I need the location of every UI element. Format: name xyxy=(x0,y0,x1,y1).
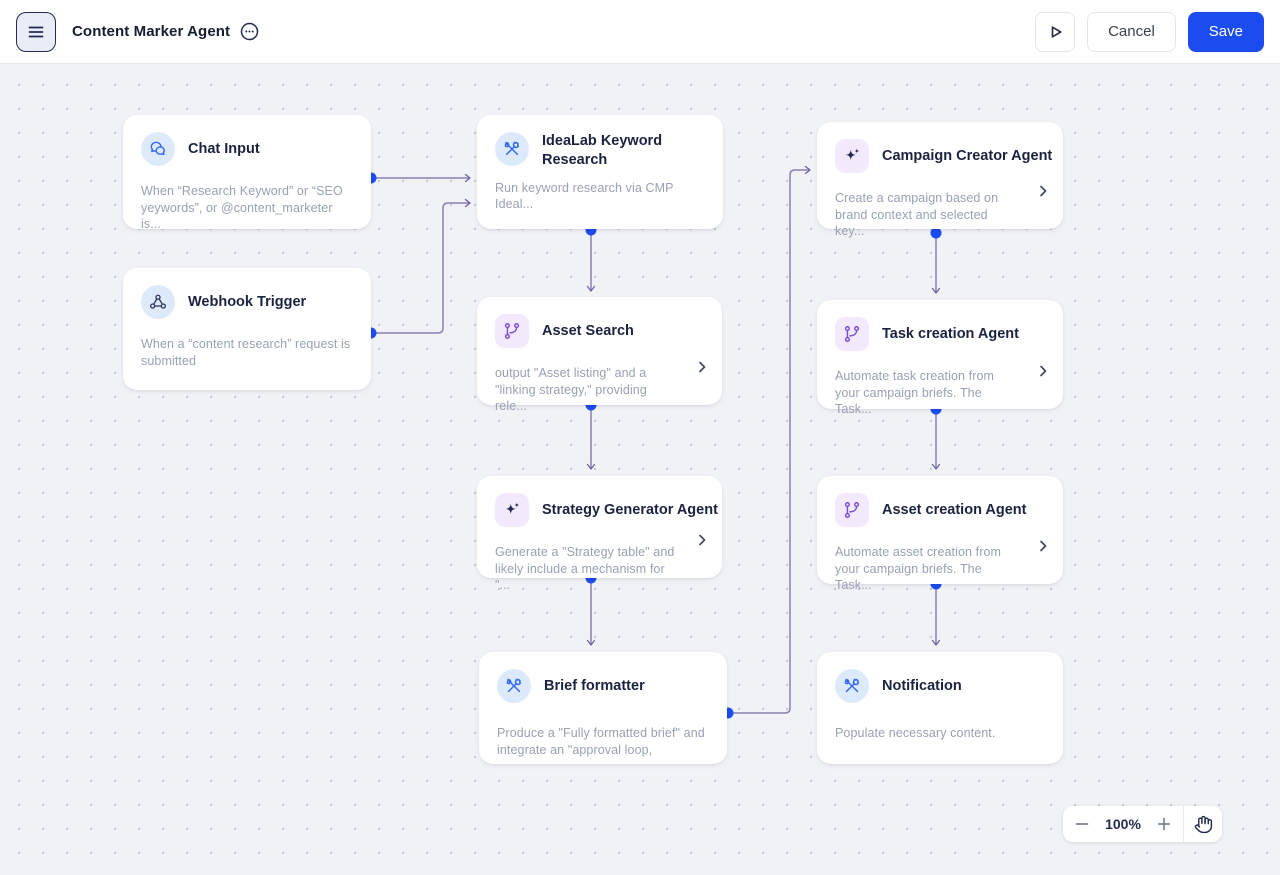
node-description: When a “content research” request is sub… xyxy=(141,337,351,368)
edge-webhook-to-idealab xyxy=(371,203,470,334)
pan-tool-button[interactable] xyxy=(1184,806,1222,842)
node-description: Generate a "Strategy table" and likely i… xyxy=(495,545,675,593)
zoom-level: 100% xyxy=(1105,816,1141,832)
zoom-controls: 100% xyxy=(1063,806,1222,842)
chat-icon xyxy=(141,132,175,166)
node-title: IdeaLab Keyword Research xyxy=(542,133,663,168)
node-description: Create a campaign based on brand context… xyxy=(835,191,999,239)
edge-brief-to-campaign xyxy=(728,170,810,714)
webhook-icon xyxy=(141,285,175,319)
node-idealab-keyword-research[interactable]: IdeaLab Keyword Research Run keyword res… xyxy=(477,115,723,229)
node-webhook-trigger[interactable]: Webhook Trigger When a “content research… xyxy=(123,268,371,390)
zoom-out-button[interactable] xyxy=(1063,806,1101,842)
node-asset-search[interactable]: Asset Search output "Asset listing" and … xyxy=(477,297,722,413)
node-title: Task creation Agent xyxy=(882,325,1019,342)
tools-icon xyxy=(835,669,869,703)
node-title: Asset Search xyxy=(542,322,634,339)
flow-canvas[interactable]: Chat Input When “Research Keyword” or “S… xyxy=(0,64,1280,875)
save-button[interactable]: Save xyxy=(1187,11,1264,52)
node-asset-creation-agent[interactable]: Asset creation Agent Automate asset crea… xyxy=(817,476,1063,592)
cancel-button[interactable]: Cancel xyxy=(1087,11,1176,52)
node-title: Notification xyxy=(882,677,962,694)
node-notification[interactable]: Notification Populate necessary content. xyxy=(817,652,1063,764)
node-description: Automate asset creation from your campai… xyxy=(835,545,1002,593)
node-description: Produce a "Fully formatted brief" and in… xyxy=(497,726,705,757)
node-title: Campaign Creator Agent xyxy=(882,147,1053,164)
git-branch-icon xyxy=(835,493,869,527)
chevron-right-icon[interactable] xyxy=(1035,183,1051,199)
play-icon xyxy=(1045,22,1065,42)
node-campaign-creator-agent[interactable]: Campaign Creator Agent Create a campaign… xyxy=(817,122,1063,238)
node-title: Chat Input xyxy=(188,140,260,157)
chevron-right-icon[interactable] xyxy=(694,359,710,375)
divider xyxy=(1183,806,1184,842)
node-description: Populate necessary content. xyxy=(835,726,996,740)
chevron-right-icon[interactable] xyxy=(1035,363,1051,379)
hamburger-icon xyxy=(27,23,45,41)
node-title: Webhook Trigger xyxy=(188,293,307,310)
tools-icon xyxy=(497,669,531,703)
node-task-creation-agent[interactable]: Task creation Agent Automate task creati… xyxy=(817,300,1063,416)
node-title: Brief formatter xyxy=(544,677,645,694)
node-strategy-generator-agent[interactable]: Strategy Generator Agent Generate a "Str… xyxy=(477,476,722,592)
node-brief-formatter[interactable]: Brief formatter Produce a "Fully formatt… xyxy=(479,652,727,764)
chevron-right-icon[interactable] xyxy=(694,532,710,548)
git-branch-icon xyxy=(835,317,869,351)
zoom-in-button[interactable] xyxy=(1145,806,1183,842)
ellipsis-circle-icon[interactable] xyxy=(240,22,259,41)
plus-icon xyxy=(1155,815,1173,833)
page-title: Content Marker Agent xyxy=(72,23,231,40)
minus-icon xyxy=(1073,815,1091,833)
run-button[interactable] xyxy=(1035,11,1076,52)
top-toolbar: Content Marker Agent Cancel Save xyxy=(0,0,1280,64)
sparkles-icon xyxy=(495,493,529,527)
node-description: output "Asset listing" and a "linking st… xyxy=(495,366,647,414)
node-title: Strategy Generator Agent xyxy=(542,501,718,518)
chevron-right-icon[interactable] xyxy=(1035,538,1051,554)
node-description: When “Research Keyword” or “SEO yeywords… xyxy=(141,184,343,232)
node-description: Run keyword research via CMP Ideal... xyxy=(495,180,674,212)
tools-icon xyxy=(495,132,529,166)
node-chat-input[interactable]: Chat Input When “Research Keyword” or “S… xyxy=(123,115,371,231)
hand-icon xyxy=(1194,815,1213,834)
sparkles-icon xyxy=(835,139,869,173)
node-description: Automate task creation from your campaig… xyxy=(835,369,995,417)
node-title: Asset creation Agent xyxy=(882,501,1027,518)
menu-button[interactable] xyxy=(16,11,56,52)
git-branch-icon xyxy=(495,314,529,348)
